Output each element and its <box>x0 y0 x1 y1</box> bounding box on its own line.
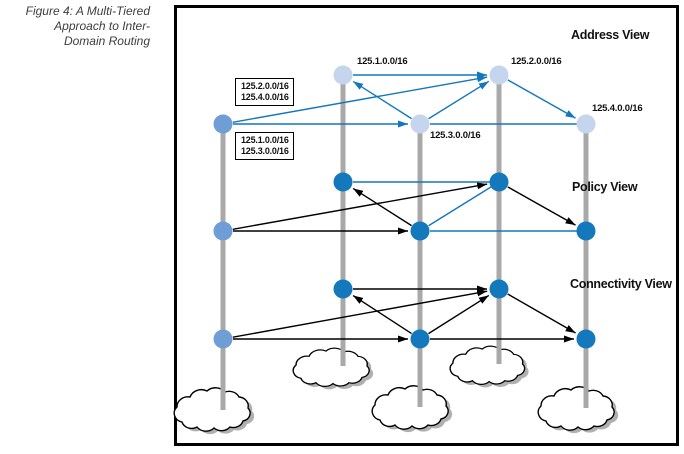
router-node-L1 <box>213 114 233 134</box>
router-node-A3 <box>410 114 430 134</box>
router-node-A4 <box>576 114 596 134</box>
caption-line-1: Figure 4: A Multi-Tiered <box>25 4 150 18</box>
network-cloud <box>292 347 370 388</box>
link-edge-C3-C1 <box>352 294 412 335</box>
router-node-P3 <box>410 221 430 241</box>
box2-line-2: 125.3.0.0/16 <box>241 146 289 156</box>
router-node-C1 <box>333 279 353 299</box>
link-edge-P3-P1 <box>352 187 412 227</box>
box1-line-2: 125.4.0.0/16 <box>241 92 289 102</box>
route-edge-A3-A1 <box>352 80 412 120</box>
ip-label-net3: 125.3.0.0/16 <box>430 130 481 141</box>
box1-line-1: 125.2.0.0/16 <box>241 81 289 91</box>
figure-caption: Figure 4: A Multi-Tiered Approach to Int… <box>0 4 150 49</box>
ip-label-net2: 125.2.0.0/16 <box>511 56 562 67</box>
router-node-P4 <box>576 221 596 241</box>
router-node-C3 <box>410 329 430 349</box>
box2-line-1: 125.1.0.0/16 <box>241 135 289 145</box>
network-cloud <box>537 386 615 431</box>
network-cloud <box>173 387 251 432</box>
router-node-A1 <box>333 65 353 85</box>
caption-line-2: Approach to Inter- <box>54 19 150 33</box>
route-edge-P3-P2 <box>428 186 492 227</box>
route-annotation-box-2: 125.1.0.0/16 125.3.0.0/16 <box>235 132 294 160</box>
connectivity-view-title: Connectivity View <box>570 277 672 291</box>
ip-label-net1: 125.1.0.0/16 <box>357 56 408 67</box>
route-edge-A3-A2 <box>428 80 490 120</box>
router-node-A2 <box>489 65 509 85</box>
router-node-C4 <box>576 329 596 349</box>
network-cloud <box>449 345 526 386</box>
link-edge-C3-C2 <box>428 294 490 335</box>
route-edge-A2-A4 <box>507 79 576 119</box>
router-node-C2 <box>489 279 509 299</box>
policy-view-title: Policy View <box>572 180 638 194</box>
link-edge-P2-P4 <box>507 186 576 226</box>
route-annotation-box-1: 125.2.0.0/16 125.4.0.0/16 <box>235 78 294 106</box>
link-edge-L3-C2 <box>232 289 488 338</box>
network-cloud <box>371 385 449 430</box>
router-node-L2 <box>213 221 233 241</box>
route-edge-L1-A2 <box>232 75 488 123</box>
diagram-frame <box>174 5 679 446</box>
router-node-P2 <box>489 172 509 192</box>
address-view-title: Address View <box>571 28 650 42</box>
router-node-L3 <box>213 329 233 349</box>
caption-line-3: Domain Routing <box>63 34 150 48</box>
router-node-P1 <box>333 172 353 192</box>
link-edge-L2-P2 <box>232 182 488 230</box>
ip-label-net4: 125.4.0.0/16 <box>592 103 643 114</box>
link-edge-C2-C4 <box>507 293 576 334</box>
